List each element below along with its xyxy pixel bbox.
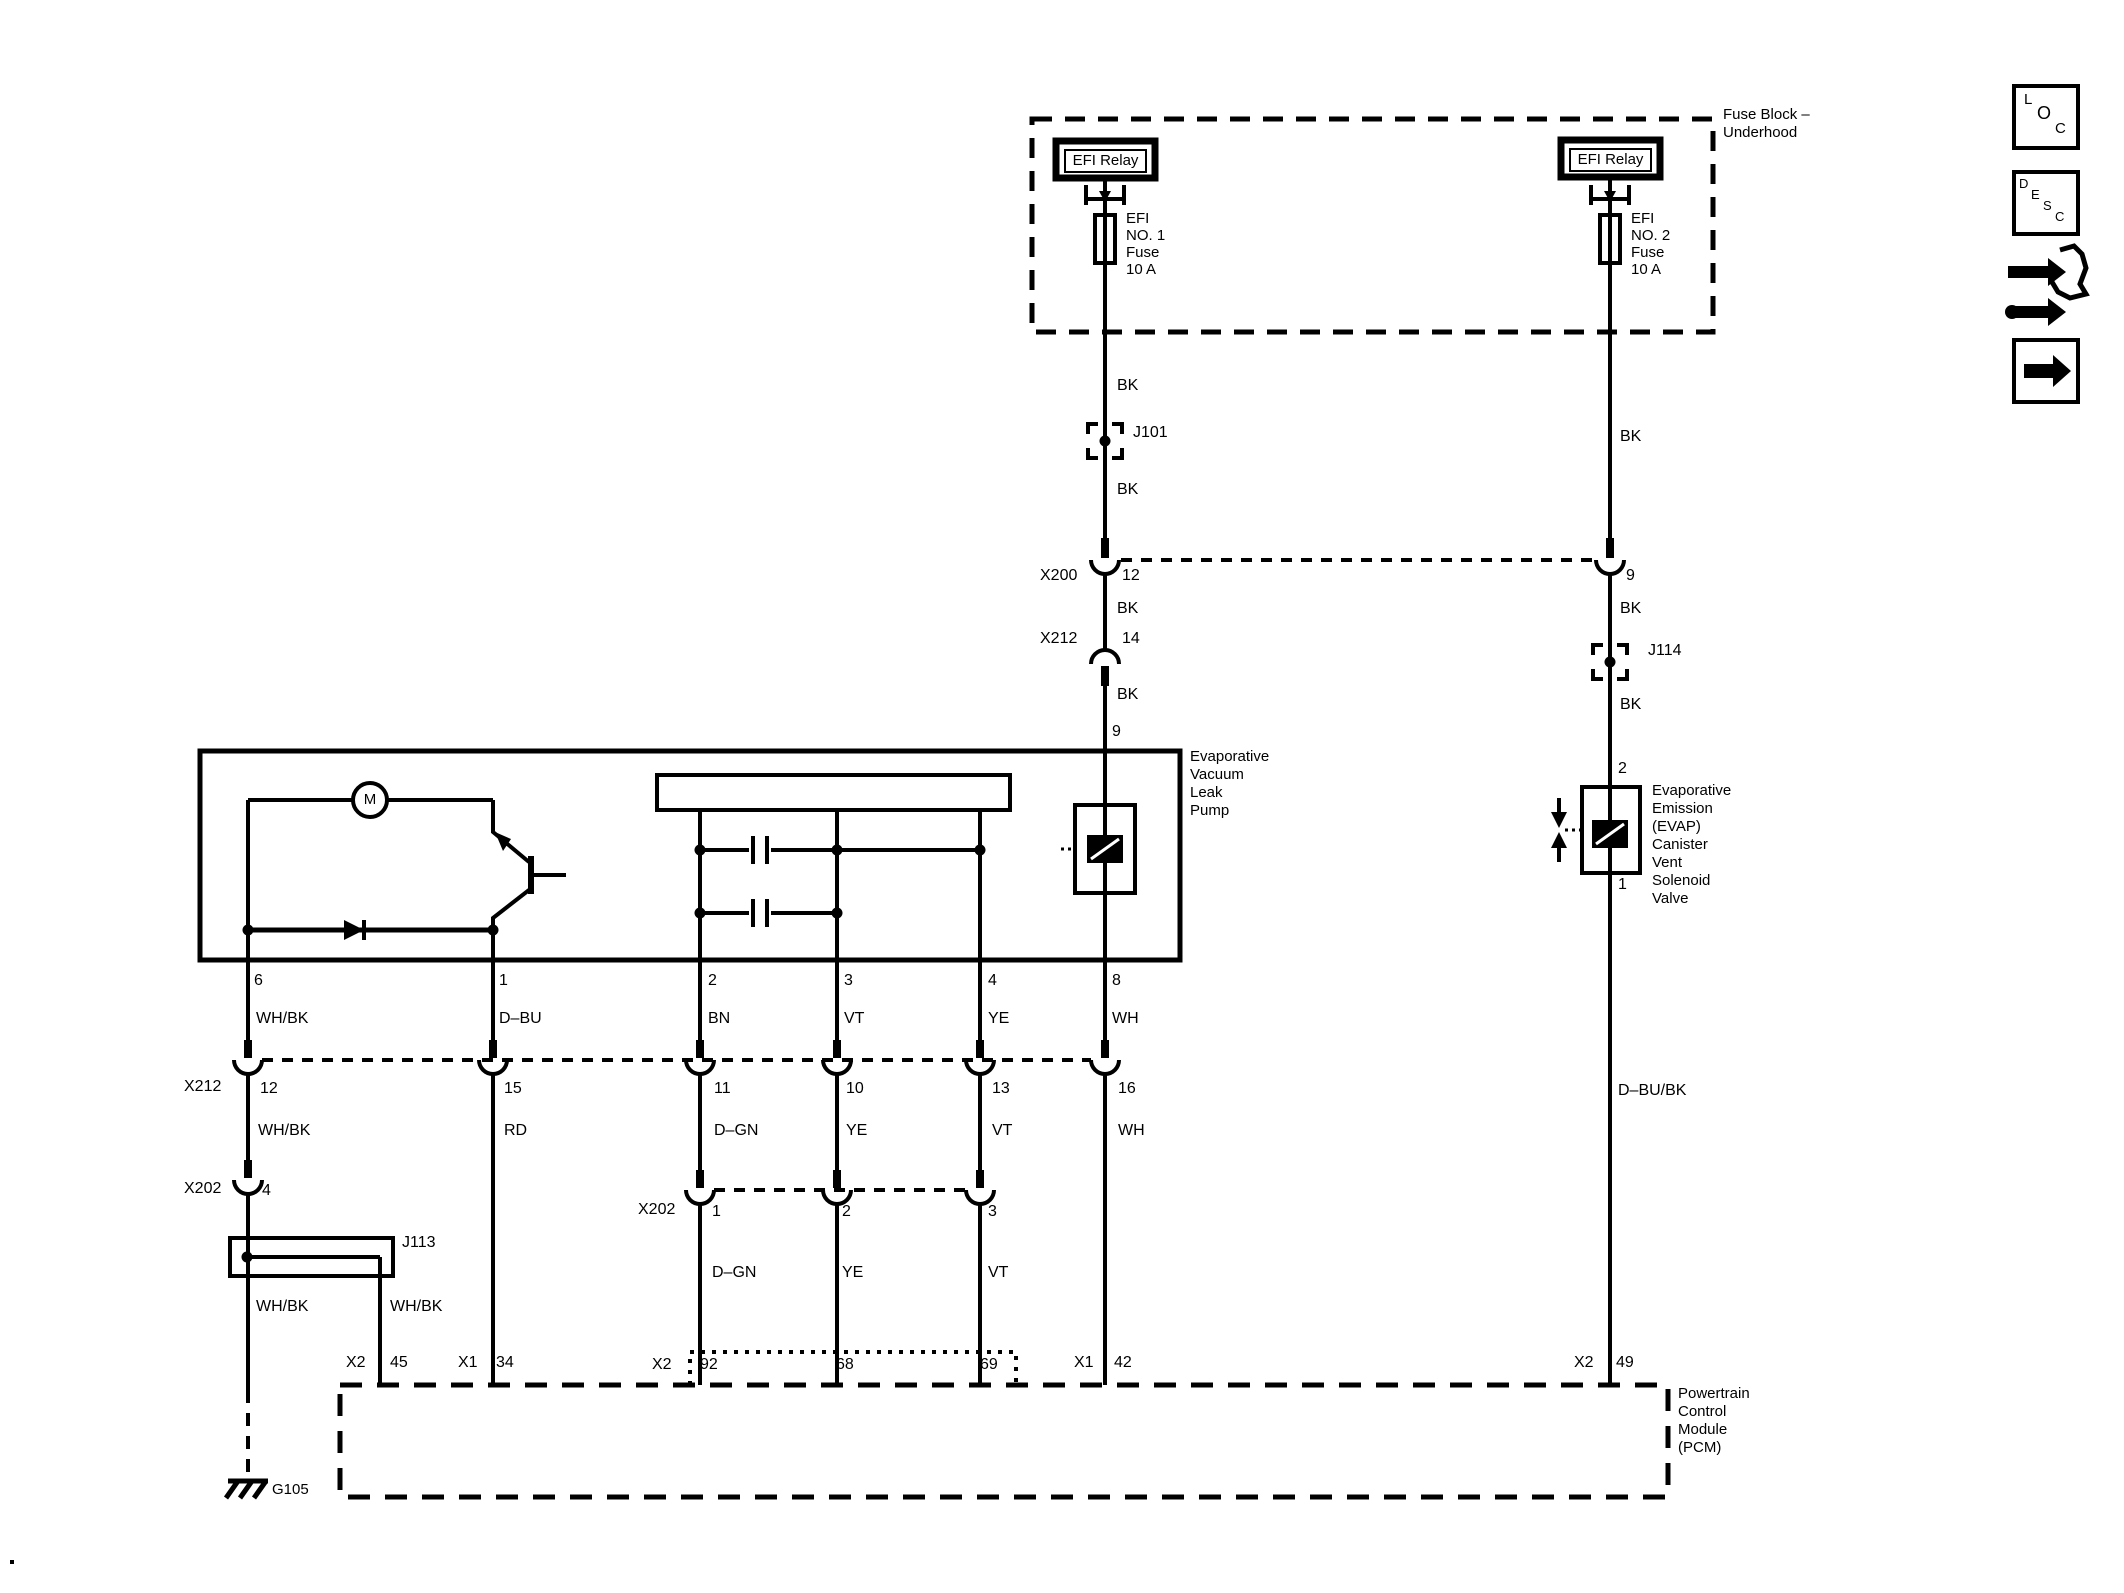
- connector-row-x202: [684, 1170, 996, 1385]
- pcm-outline: [337, 1350, 1671, 1500]
- efi-relay-right-box: [1557, 136, 1664, 181]
- pump-pin-wires: [246, 960, 1107, 1040]
- splice-j101: [1086, 422, 1124, 460]
- evap-leak-pump-box: [197, 748, 1183, 963]
- fuse-right: [1598, 213, 1622, 265]
- evap-leak-pump-internals: [242, 773, 1137, 960]
- ground-g105: [223, 1390, 269, 1500]
- connector-x200: [1089, 538, 1626, 576]
- page-dot: [10, 1560, 14, 1564]
- efi-relay-left-box: [1052, 137, 1159, 182]
- fuse-block-outline: [1029, 116, 1716, 335]
- connector-row-x212: [232, 1040, 1121, 1076]
- evap-vent-solenoid: [1551, 785, 1642, 875]
- relay-terminal-icon: [1084, 185, 1631, 205]
- connector-x202-left: [232, 1160, 264, 1390]
- splice-j113: [228, 1236, 395, 1385]
- splice-j114: [1591, 643, 1629, 681]
- forward-arrow-button[interactable]: [2012, 338, 2080, 404]
- connector-x212-inline: [1089, 648, 1121, 686]
- fuse-left: [1093, 213, 1117, 265]
- harness-wires-lower: [246, 1074, 1107, 1385]
- loc-button[interactable]: [2012, 84, 2080, 150]
- schematic-navigation-icon[interactable]: [2005, 243, 2090, 326]
- desc-button[interactable]: [2012, 170, 2080, 236]
